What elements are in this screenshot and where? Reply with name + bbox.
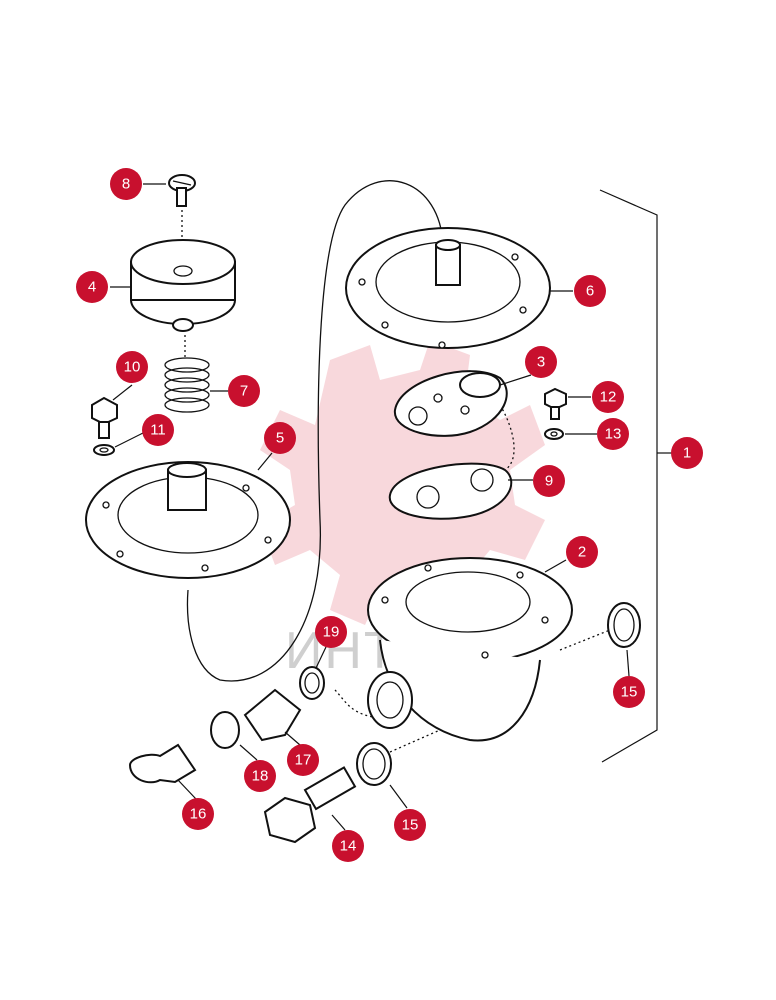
banjo-bolt-part-14 — [263, 766, 357, 844]
callout-11: 11 — [142, 414, 174, 446]
svg-text:12: 12 — [600, 389, 617, 406]
callout-18: 18 — [244, 760, 276, 792]
callout-15-bottom: 15 — [394, 809, 426, 841]
washer-part-13 — [544, 428, 564, 440]
svg-text:18: 18 — [252, 768, 269, 785]
svg-text:15: 15 — [621, 684, 638, 701]
callout-3: 3 — [525, 346, 557, 378]
bolt-part-12 — [544, 387, 567, 420]
callout-13: 13 — [597, 418, 629, 450]
svg-text:8: 8 — [122, 176, 130, 193]
svg-text:7: 7 — [240, 383, 248, 400]
callout-15-right: 15 — [613, 676, 645, 708]
washer-part-11 — [93, 444, 115, 456]
seal-ring-part-15-bottom — [356, 742, 392, 786]
callout-6: 6 — [574, 275, 606, 307]
sleeve-part-18 — [210, 711, 240, 749]
svg-text:4: 4 — [88, 279, 96, 296]
spring-part-7 — [164, 357, 210, 413]
callout-17: 17 — [287, 744, 319, 776]
callout-2: 2 — [566, 536, 598, 568]
svg-text:6: 6 — [586, 283, 594, 300]
callout-7: 7 — [228, 375, 260, 407]
fitting-part-16 — [128, 743, 197, 784]
valve-plate-part-3 — [393, 370, 508, 437]
callout-5: 5 — [264, 422, 296, 454]
svg-text:15: 15 — [402, 817, 419, 834]
svg-text:16: 16 — [190, 806, 207, 823]
cover-part-6 — [345, 227, 551, 349]
seal-ring-part-15-right — [607, 602, 641, 648]
svg-text:1: 1 — [683, 445, 691, 462]
callout-16: 16 — [182, 798, 214, 830]
svg-text:19: 19 — [323, 624, 340, 641]
svg-text:3: 3 — [537, 354, 545, 371]
gasket-part-9 — [388, 462, 513, 520]
callout-14: 14 — [332, 830, 364, 862]
callout-12: 12 — [592, 381, 624, 413]
callout-1: 1 — [671, 437, 703, 469]
callout-9: 9 — [533, 465, 565, 497]
callout-8: 8 — [110, 168, 142, 200]
callout-19: 19 — [315, 616, 347, 648]
svg-text:2: 2 — [578, 544, 586, 561]
cap-part-4 — [130, 239, 236, 332]
callout-4: 4 — [76, 271, 108, 303]
svg-text:17: 17 — [295, 752, 312, 769]
svg-text:11: 11 — [150, 422, 166, 439]
svg-text:13: 13 — [605, 426, 622, 443]
svg-text:10: 10 — [124, 359, 141, 376]
union-part-17 — [243, 688, 302, 742]
diaphragm-part-5 — [85, 461, 291, 579]
screw-part-8 — [168, 174, 196, 207]
callout-10: 10 — [116, 351, 148, 383]
housing-part-2 — [367, 557, 573, 742]
svg-text:14: 14 — [340, 838, 357, 855]
o-ring-part-19 — [299, 666, 325, 700]
assembly-bracket — [599, 189, 672, 763]
leader-lines — [110, 183, 630, 831]
bolt-part-10 — [91, 396, 118, 439]
svg-text:9: 9 — [545, 473, 553, 490]
svg-text:5: 5 — [276, 430, 284, 447]
